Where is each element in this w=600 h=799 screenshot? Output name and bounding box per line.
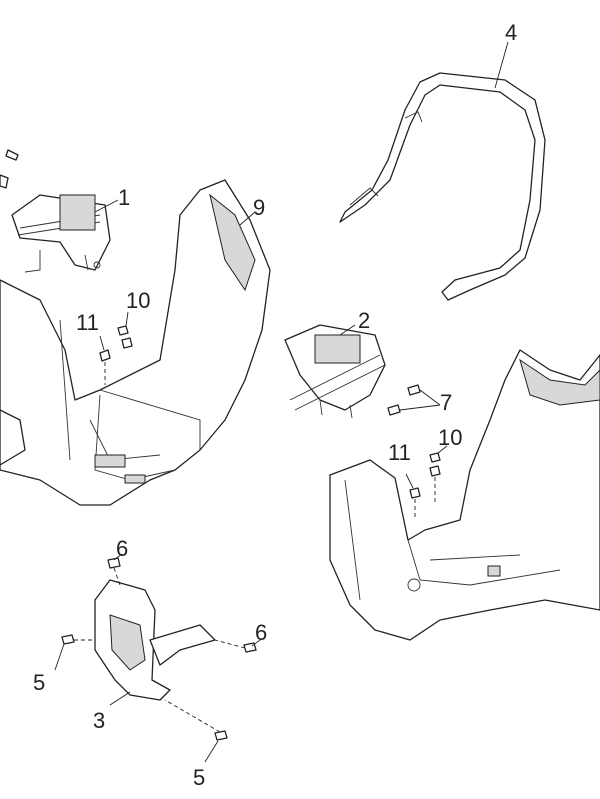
callout-2: 2: [358, 308, 370, 333]
fasteners-10-11-left: [99, 311, 133, 385]
callout-10-right: 10: [438, 425, 462, 450]
callout-3: 3: [93, 708, 105, 733]
callout-5-bottom: 5: [193, 765, 205, 790]
part-2-footrest-bracket: [284, 324, 386, 419]
part-3-front-guard: [54, 553, 261, 763]
callout-10-left: 10: [126, 288, 150, 313]
fasteners-7: [387, 384, 441, 416]
callout-7: 7: [440, 390, 452, 415]
part-fender-right: [329, 349, 600, 641]
callout-6-right: 6: [255, 620, 267, 645]
part-1-footrest-bracket: [0, 149, 111, 273]
callout-5-left: 5: [33, 670, 45, 695]
callout-6-top: 6: [116, 536, 128, 561]
callout-4: 4: [505, 20, 517, 45]
callout-1: 1: [118, 185, 130, 210]
part-9-fender-left: [0, 179, 271, 506]
callout-11-left: 11: [76, 310, 99, 335]
fasteners-10-11-right: [405, 445, 448, 520]
callout-9: 9: [253, 195, 265, 220]
part-4-grab-bar: [339, 72, 546, 301]
callout-11-right: 11: [388, 440, 411, 465]
callout-labels: 1 9 4 10 11 2 7 11 10 6 6 5 3 5: [33, 20, 517, 790]
